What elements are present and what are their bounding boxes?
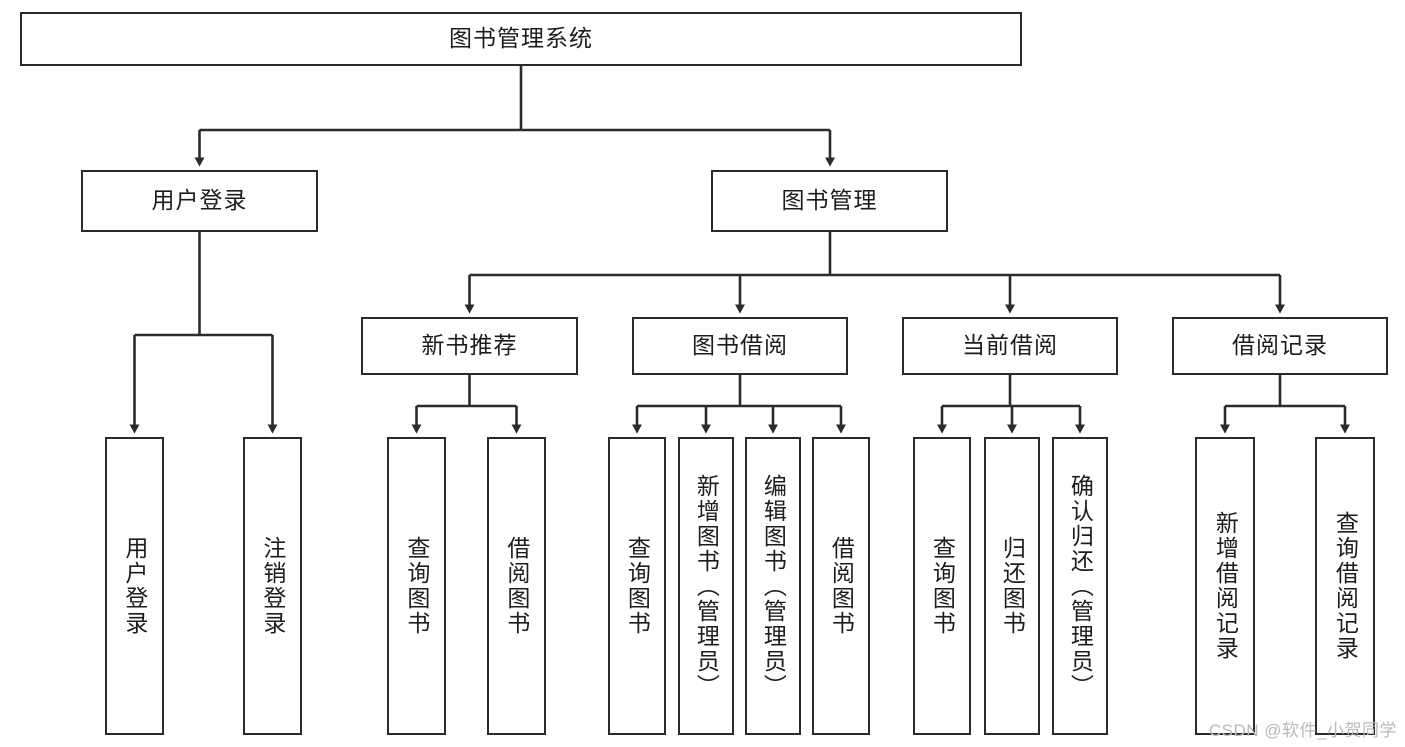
leaf-edit-book-admin-label: 编辑图书（管理员） [760, 473, 787, 699]
node-current-borrow-label: 当前借阅 [962, 332, 1058, 359]
leaf-add-book-admin-label: 新增图书（管理员） [693, 473, 720, 699]
leaf-return-books-label: 归还图书 [999, 536, 1026, 636]
leaf-query-books-recommend[interactable]: 查询图书 [387, 437, 446, 735]
leaf-query-books-borrow-label: 查询图书 [624, 536, 651, 636]
node-current-borrow[interactable]: 当前借阅 [902, 317, 1118, 375]
leaf-query-books-recommend-label: 查询图书 [403, 536, 430, 636]
node-new-book-recommend-label: 新书推荐 [421, 332, 518, 359]
leaf-borrow-books-recommend-label: 借阅图书 [503, 536, 530, 636]
leaf-query-books-current[interactable]: 查询图书 [913, 437, 971, 735]
node-root[interactable]: 图书管理系统 [20, 12, 1022, 66]
leaf-query-borrow-record-label: 查询借阅记录 [1332, 511, 1359, 661]
leaf-edit-book-admin[interactable]: 编辑图书（管理员） [745, 437, 801, 735]
leaf-borrow-books-label: 借阅图书 [828, 536, 855, 636]
node-borrow-records[interactable]: 借阅记录 [1172, 317, 1388, 375]
leaf-user-login-label: 用户登录 [121, 536, 148, 636]
node-book-management[interactable]: 图书管理 [711, 170, 948, 232]
leaf-query-books-borrow[interactable]: 查询图书 [608, 437, 666, 735]
leaf-query-borrow-record[interactable]: 查询借阅记录 [1315, 437, 1375, 735]
leaf-borrow-books-recommend[interactable]: 借阅图书 [487, 437, 546, 735]
csdn-watermark: CSDN @软件_小贺同学 [1208, 721, 1397, 740]
leaf-logout-label: 注销登录 [259, 536, 286, 636]
leaf-confirm-return-admin-label: 确认归还（管理员） [1067, 473, 1094, 699]
node-book-borrow-label: 图书借阅 [692, 332, 788, 359]
leaf-add-book-admin[interactable]: 新增图书（管理员） [678, 437, 734, 735]
leaf-confirm-return-admin[interactable]: 确认归还（管理员） [1052, 437, 1108, 735]
node-book-management-label: 图书管理 [781, 187, 878, 214]
node-borrow-records-label: 借阅记录 [1232, 332, 1328, 359]
node-user-login-label: 用户登录 [151, 187, 248, 214]
node-book-borrow[interactable]: 图书借阅 [632, 317, 848, 375]
leaf-query-books-current-label: 查询图书 [929, 536, 956, 636]
leaf-add-borrow-record[interactable]: 新增借阅记录 [1195, 437, 1255, 735]
node-user-login[interactable]: 用户登录 [81, 170, 318, 232]
node-root-label: 图书管理系统 [449, 25, 593, 52]
node-new-book-recommend[interactable]: 新书推荐 [361, 317, 578, 375]
leaf-return-books[interactable]: 归还图书 [984, 437, 1040, 735]
leaf-logout[interactable]: 注销登录 [243, 437, 302, 735]
leaf-borrow-books[interactable]: 借阅图书 [812, 437, 870, 735]
leaf-user-login[interactable]: 用户登录 [105, 437, 164, 735]
leaf-add-borrow-record-label: 新增借阅记录 [1212, 511, 1239, 661]
